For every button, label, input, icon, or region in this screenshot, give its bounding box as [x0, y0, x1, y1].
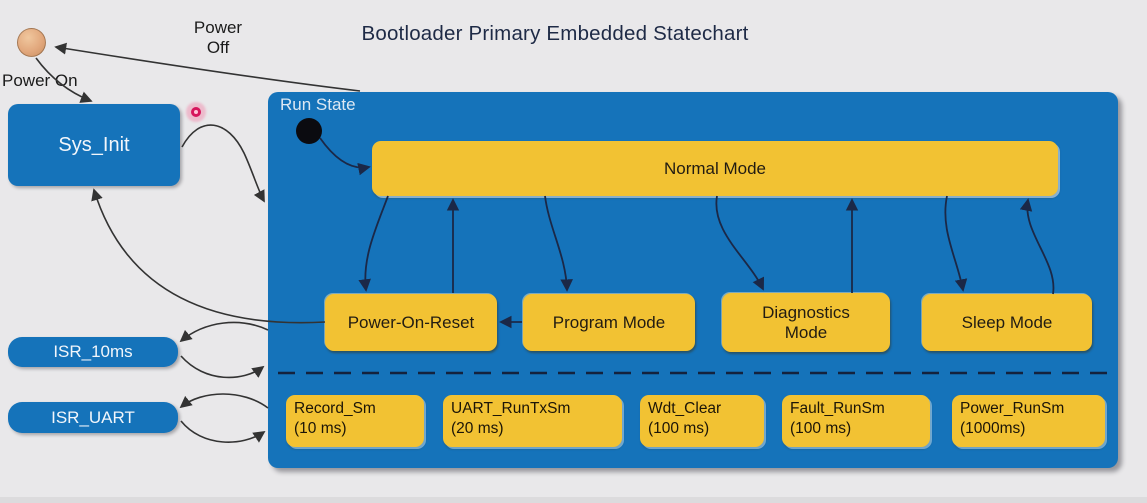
- run-state-initial-dot: [296, 118, 322, 144]
- task-fault-runsm-period: (100 ms): [790, 420, 852, 438]
- task-uart-runtxsm-period: (20 ms): [451, 420, 504, 438]
- task-power-runsm-period: (1000ms): [960, 420, 1026, 438]
- task-uart-runtxsm-name: UART_RunTxSm: [451, 400, 571, 417]
- state-normal-mode[interactable]: Normal Mode: [372, 141, 1058, 196]
- state-sys-init[interactable]: Sys_Init: [8, 104, 180, 186]
- state-normal-mode-label: Normal Mode: [663, 158, 767, 178]
- pointer-highlight-core: [194, 110, 198, 114]
- isr-10ms-label: ISR_10ms: [53, 342, 133, 361]
- task-fault-runsm-name: Fault_RunSm: [790, 400, 885, 417]
- state-run-state-label: Run State: [280, 95, 356, 114]
- transition-sysinit-to-run: [181, 124, 265, 203]
- task-wdt-clear-period: (100 ms): [648, 420, 710, 438]
- power-off-line1: Power: [193, 18, 243, 37]
- isr-uart-box[interactable]: ISR_UART: [8, 402, 178, 433]
- state-power-on-reset[interactable]: Power-On-Reset: [325, 294, 497, 351]
- task-uart-runtxsm[interactable]: UART_RunTxSm (20 ms): [443, 395, 622, 447]
- page-title: Bootloader Primary Embedded Statechart: [361, 22, 749, 45]
- task-wdt-clear[interactable]: Wdt_Clear (100 ms): [640, 395, 764, 447]
- isr-10ms-box[interactable]: ISR_10ms: [8, 337, 178, 367]
- arrow-run-to-isruart: [179, 393, 269, 409]
- initial-state-circle[interactable]: [17, 28, 46, 57]
- state-sys-init-label: Sys_Init: [58, 133, 130, 156]
- state-program-mode[interactable]: Program Mode: [523, 294, 695, 351]
- state-sleep-mode-label: Sleep Mode: [961, 312, 1053, 332]
- transition-label-power-on: Power On: [2, 71, 78, 90]
- arrow-run-to-isr10ms: [179, 321, 269, 343]
- state-diagnostics-mode-line1: Diagnostics: [762, 302, 850, 322]
- state-diagnostics-mode-line2: Mode: [784, 322, 828, 342]
- task-power-runsm-name: Power_RunSm: [960, 400, 1065, 417]
- state-program-mode-label: Program Mode: [552, 312, 666, 332]
- isr-uart-label: ISR_UART: [51, 407, 135, 427]
- task-record-sm-name: Record_Sm: [294, 400, 376, 417]
- power-off-line2: Off: [206, 37, 230, 57]
- task-record-sm[interactable]: Record_Sm (10 ms): [286, 395, 424, 447]
- state-power-on-reset-label: Power-On-Reset: [347, 312, 475, 332]
- task-record-sm-period: (10 ms): [294, 420, 347, 438]
- task-power-runsm[interactable]: Power_RunSm (1000ms): [952, 395, 1105, 447]
- transition-label-power-off: Power Off: [183, 18, 253, 57]
- task-fault-runsm[interactable]: Fault_RunSm (100 ms): [782, 395, 930, 447]
- task-wdt-clear-name: Wdt_Clear: [648, 400, 722, 417]
- screen-bottom-edge: [0, 497, 1147, 503]
- state-sleep-mode[interactable]: Sleep Mode: [922, 294, 1092, 351]
- arrow-isr10ms-to-run: [180, 355, 265, 379]
- arrow-isruart-to-run: [180, 420, 266, 443]
- state-diagnostics-mode[interactable]: Diagnostics Mode: [722, 293, 890, 352]
